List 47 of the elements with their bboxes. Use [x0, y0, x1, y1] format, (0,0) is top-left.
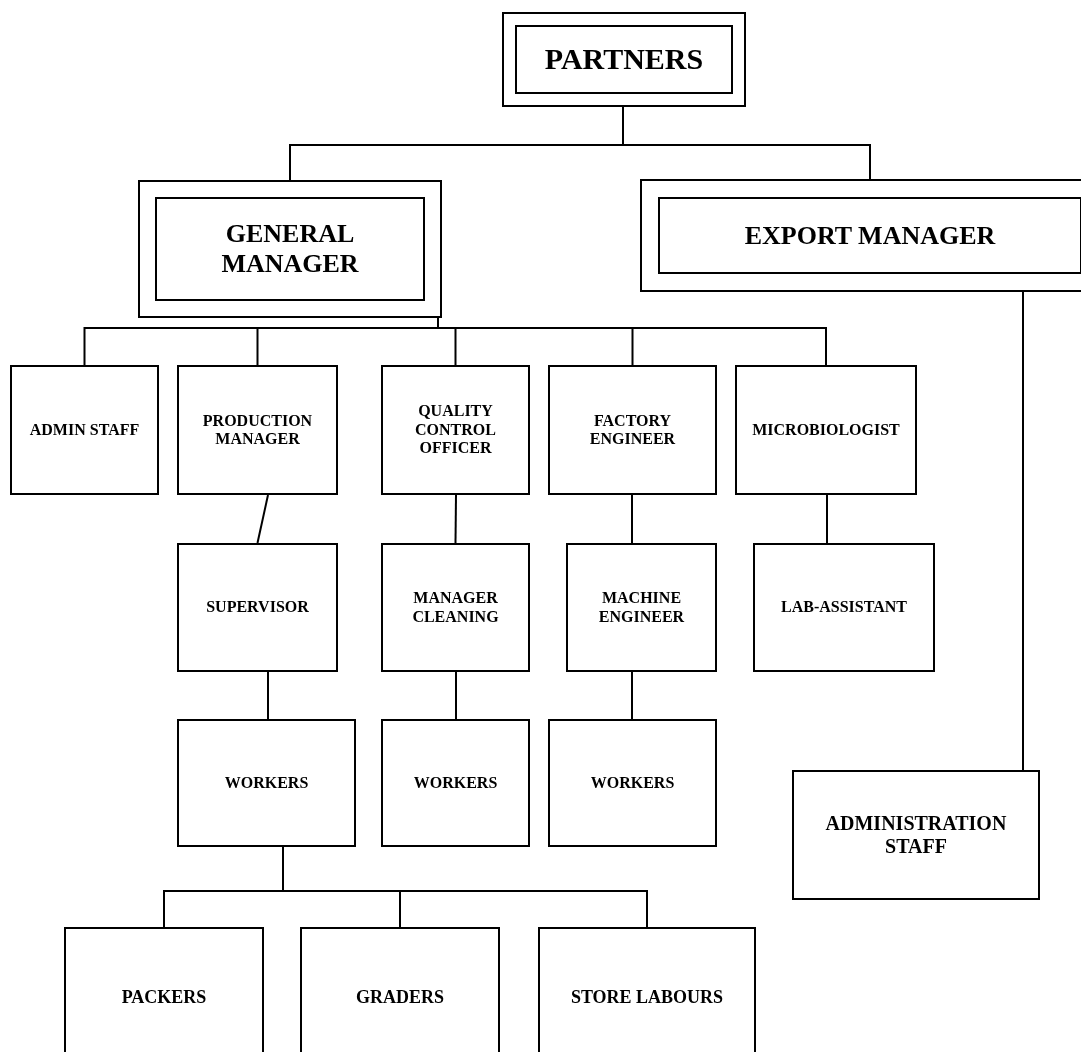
box-label: FACTORY ENGINEER: [588, 411, 677, 449]
box-label: MACHINE ENGINEER: [597, 589, 686, 626]
org-box: [548, 719, 717, 847]
connector-line: [631, 494, 633, 544]
connector-line: [454, 494, 457, 544]
connector-line: [256, 494, 269, 544]
org-box: [753, 543, 935, 672]
org-box: [10, 365, 159, 495]
box-label: PARTNERS: [543, 42, 705, 77]
org-box: [177, 365, 338, 495]
box-label: MANAGER CLEANING: [411, 589, 500, 626]
box-label: ADMIN STAFF: [28, 420, 141, 440]
box-label: MICROBIOLOGIST: [751, 420, 901, 440]
double-frame-box: [502, 12, 746, 107]
org-box: [300, 927, 500, 1052]
connector-line: [631, 671, 633, 720]
org-box: [381, 719, 530, 847]
connector-line: [267, 671, 269, 720]
org-box: [64, 927, 264, 1052]
org-box: [177, 719, 356, 847]
org-box: [381, 365, 530, 495]
box-label: QUALITY CONTROL OFFICER: [414, 402, 497, 458]
double-frame-box: [640, 179, 1081, 292]
org-box: [177, 543, 338, 672]
org-box: [381, 543, 530, 672]
box-label: PRODUCTION MANAGER: [201, 411, 314, 449]
org-box: [538, 927, 756, 1052]
box-label: WORKERS: [589, 773, 676, 793]
box-label: STORE LABOURS: [569, 986, 725, 1008]
box-label: WORKERS: [412, 773, 499, 793]
box-label: WORKERS: [223, 773, 310, 793]
box-label: ADMINISTRATION STAFF: [824, 812, 1008, 858]
org-box: [792, 770, 1040, 900]
box-label: GRADERS: [355, 986, 445, 1008]
box-label: EXPORT MANAGER: [743, 220, 997, 251]
box-label: LAB-ASSISTANT: [780, 598, 908, 617]
org-box: [735, 365, 917, 495]
double-frame-box: [138, 180, 442, 318]
org-box: [548, 365, 717, 495]
connector-line: [826, 494, 828, 544]
connector-line: [1022, 291, 1024, 771]
box-label: SUPERVISOR: [205, 598, 310, 617]
box-label: PACKERS: [120, 986, 208, 1008]
connector-line: [455, 671, 457, 720]
connector-line: [622, 106, 871, 180]
box-label: GENERAL MANAGER: [220, 219, 360, 279]
org-box: [566, 543, 717, 672]
